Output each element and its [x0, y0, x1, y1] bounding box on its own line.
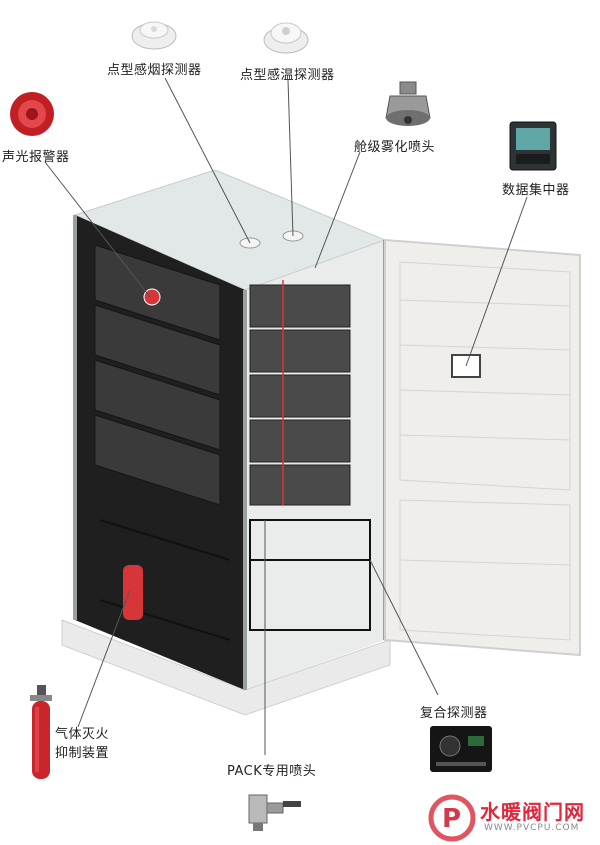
lower-rack	[99, 519, 371, 641]
alarm-on-cabinet	[143, 288, 161, 306]
mist-nozzle-icon	[382, 78, 434, 130]
smoke-detector-label: 点型感烟探测器	[107, 63, 202, 78]
watermark: P 水暖阀门网 WWW.PVCPU.COM	[428, 794, 598, 842]
watermark-url: WWW.PVCPU.COM	[484, 823, 580, 833]
composite-detector-icon	[428, 722, 494, 777]
pack-nozzle-icon	[243, 785, 307, 835]
watermark-logo-icon: P	[428, 794, 476, 842]
battery-packs-left	[94, 244, 221, 506]
gas-extinguisher-label-line1: 气体灭火	[55, 727, 110, 742]
alarm-label: 声光报警器	[2, 150, 70, 165]
cabinet-door	[384, 238, 581, 657]
composite-detector-label: 复合探测器	[420, 706, 488, 721]
alarm-icon	[8, 88, 56, 140]
svg-text:P: P	[442, 804, 461, 834]
data-concentrator-icon	[508, 120, 558, 172]
battery-packs-right	[249, 280, 351, 506]
inner-extinguisher	[123, 565, 143, 620]
mist-nozzle-label: 舱级雾化喷头	[354, 140, 436, 155]
heat-detector-icon	[262, 12, 310, 56]
door-panels	[399, 261, 571, 641]
pack-nozzle-label: PACK专用喷头	[227, 764, 317, 779]
heat-detector-label: 点型感温探测器	[240, 68, 335, 83]
watermark-title: 水暖阀门网	[480, 800, 585, 824]
gas-extinguisher-label-line2: 抑制装置	[55, 746, 110, 761]
gas-extinguisher-icon	[26, 685, 56, 780]
data-concentrator-label: 数据集中器	[502, 183, 570, 198]
smoke-detector-icon	[130, 12, 178, 52]
